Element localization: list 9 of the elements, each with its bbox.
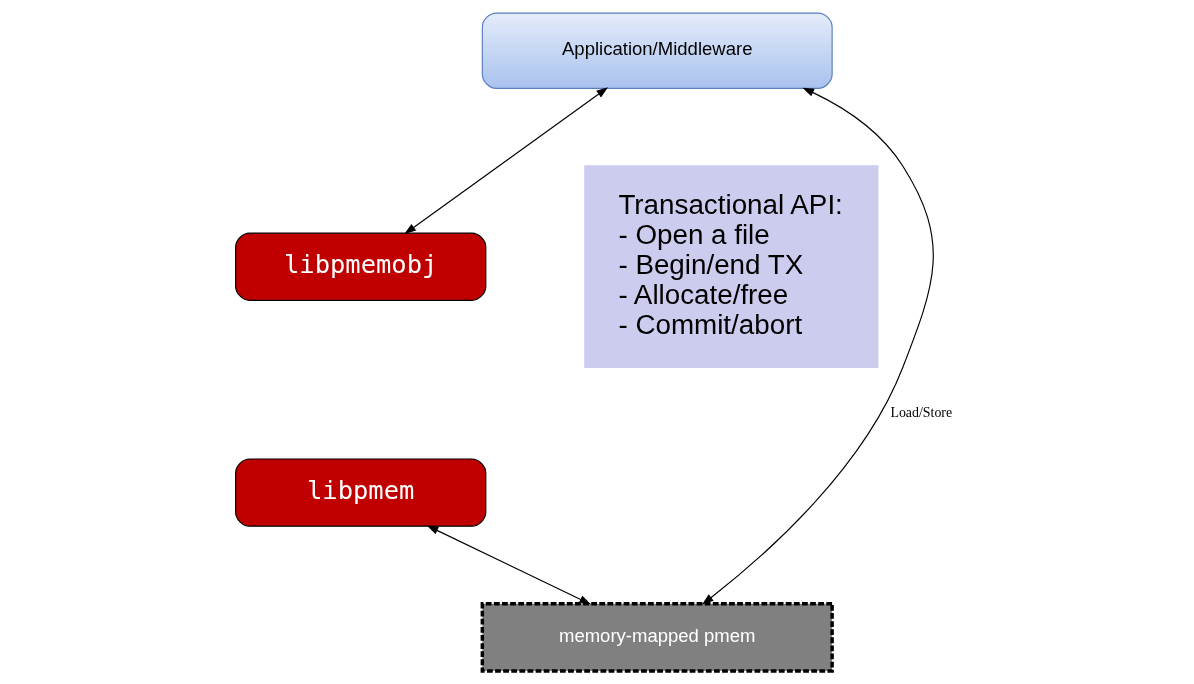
node-box: memory-mapped pmem bbox=[480, 602, 834, 673]
node-box: Transactional API: - Open a file - Begin/end TX - Allocate/free - Commit/abort bbox=[584, 165, 879, 369]
arrow bbox=[404, 87, 608, 235]
node-box: libpmem bbox=[235, 458, 487, 527]
edge-label: Load/Store bbox=[890, 404, 953, 420]
node-box: libpmemobj bbox=[235, 232, 487, 301]
arrow bbox=[702, 87, 934, 605]
node-box: Application/Middleware bbox=[481, 12, 833, 89]
arrow bbox=[426, 525, 591, 605]
